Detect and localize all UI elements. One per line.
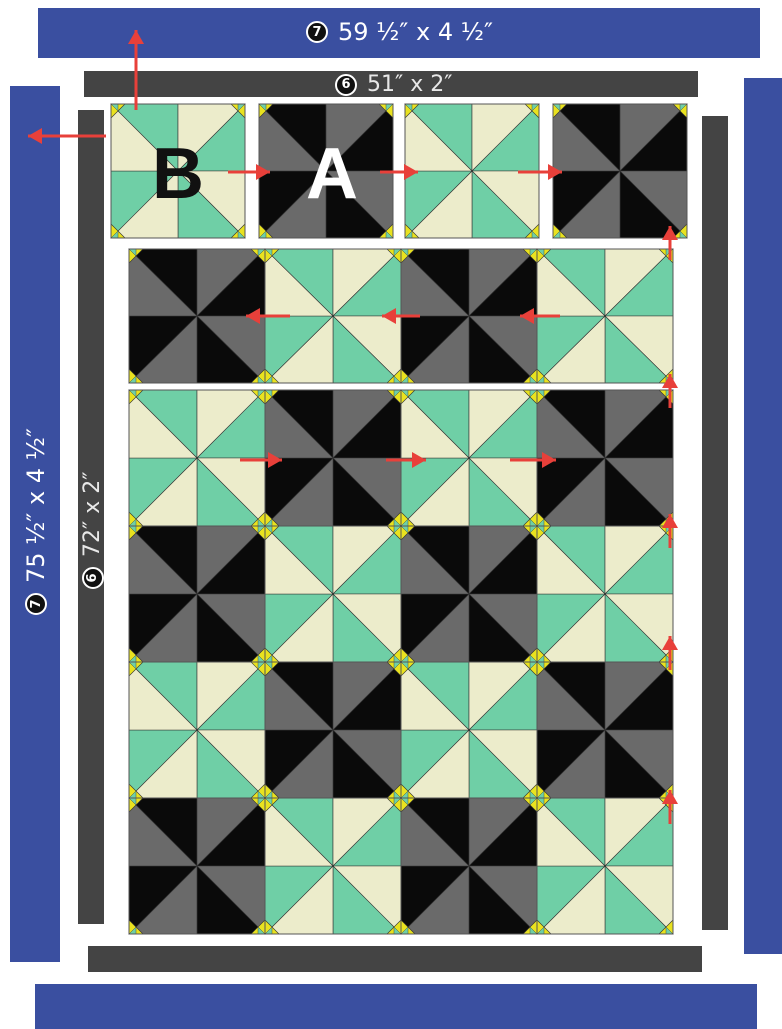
block-a	[129, 249, 265, 383]
block-a	[129, 798, 265, 934]
block-b	[537, 798, 673, 934]
block-a-label: A	[306, 138, 358, 210]
assembly-arrow	[128, 30, 144, 110]
block-a	[265, 662, 401, 798]
block-a	[537, 390, 673, 526]
block-b	[129, 662, 265, 798]
block-b	[401, 662, 537, 798]
block-a	[401, 249, 537, 383]
block-a	[265, 390, 401, 526]
block-b	[265, 526, 401, 662]
block-b-label: B	[152, 138, 204, 210]
block-a	[537, 662, 673, 798]
block-a	[553, 104, 687, 238]
assembly-arrow	[28, 128, 106, 144]
block-b	[537, 526, 673, 662]
quilt-blocks	[111, 104, 687, 934]
block-b	[129, 390, 265, 526]
block-a	[401, 798, 537, 934]
block-b	[265, 798, 401, 934]
block-a	[129, 526, 265, 662]
block-a	[401, 526, 537, 662]
